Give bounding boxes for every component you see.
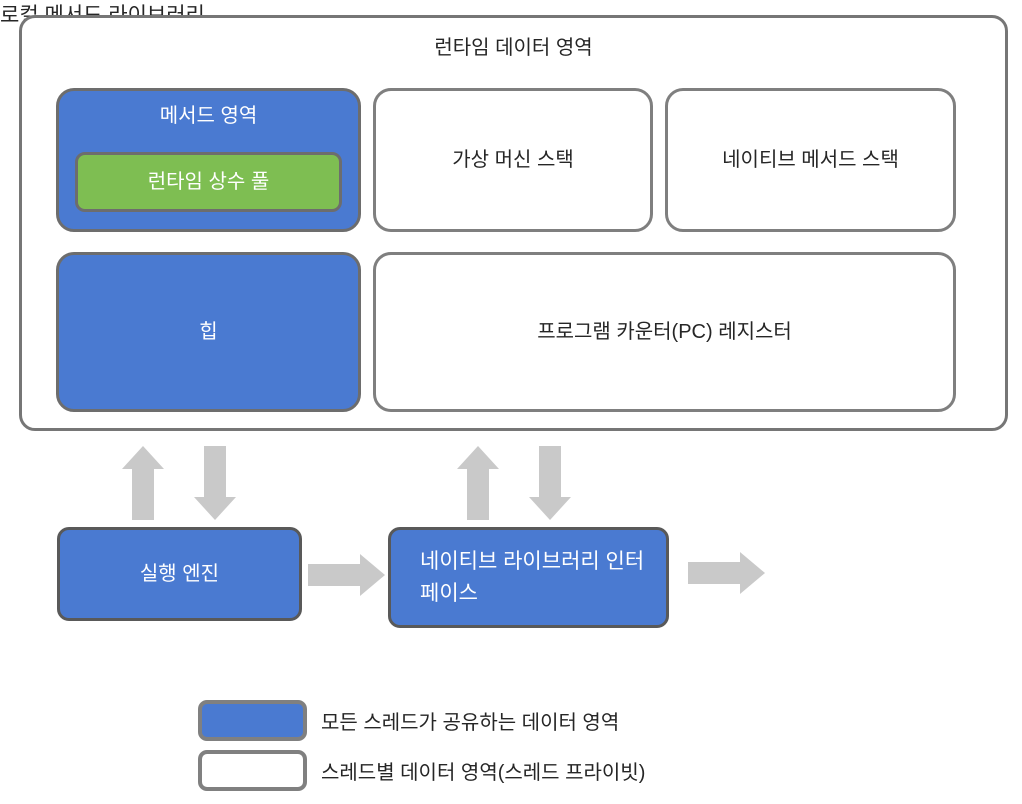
native-library-interface-label: 네이티브 라이브러리 인터페이스 bbox=[420, 549, 645, 605]
heap-label: 힙 bbox=[199, 321, 218, 343]
runtime-constant-pool-box: 런타임 상수 풀 bbox=[75, 152, 342, 212]
execution-engine-box: 실행 엔진 bbox=[57, 527, 302, 621]
method-area-label: 메서드 영역 bbox=[159, 105, 258, 127]
diagram-title: 런타임 데이터 영역 bbox=[19, 30, 1008, 60]
diagram-title-text: 런타임 데이터 영역 bbox=[434, 36, 593, 59]
legend-shared-swatch bbox=[198, 700, 307, 741]
runtime-constant-pool-label: 런타임 상수 풀 bbox=[147, 171, 270, 193]
native-library-interface-box: 네이티브 라이브러리 인터페이스 bbox=[388, 527, 669, 628]
heap-box: 힙 bbox=[56, 252, 361, 412]
pc-register-label: 프로그램 카운터(PC) 레지스터 bbox=[537, 321, 792, 343]
legend-shared-label: 모든 스레드가 공유하는 데이터 영역 bbox=[321, 712, 620, 734]
vm-stack-label: 가상 머신 스택 bbox=[452, 149, 574, 171]
native-method-stack-box: 네이티브 메서드 스택 bbox=[665, 88, 956, 232]
execution-engine-label: 실행 엔진 bbox=[139, 563, 220, 585]
legend-private-swatch bbox=[198, 750, 307, 791]
pc-register-box: 프로그램 카운터(PC) 레지스터 bbox=[373, 252, 956, 412]
vm-stack-box: 가상 머신 스택 bbox=[373, 88, 653, 232]
native-method-stack-label: 네이티브 메서드 스택 bbox=[722, 149, 899, 171]
legend-private-label: 스레드별 데이터 영역(스레드 프라이빗) bbox=[321, 762, 646, 784]
